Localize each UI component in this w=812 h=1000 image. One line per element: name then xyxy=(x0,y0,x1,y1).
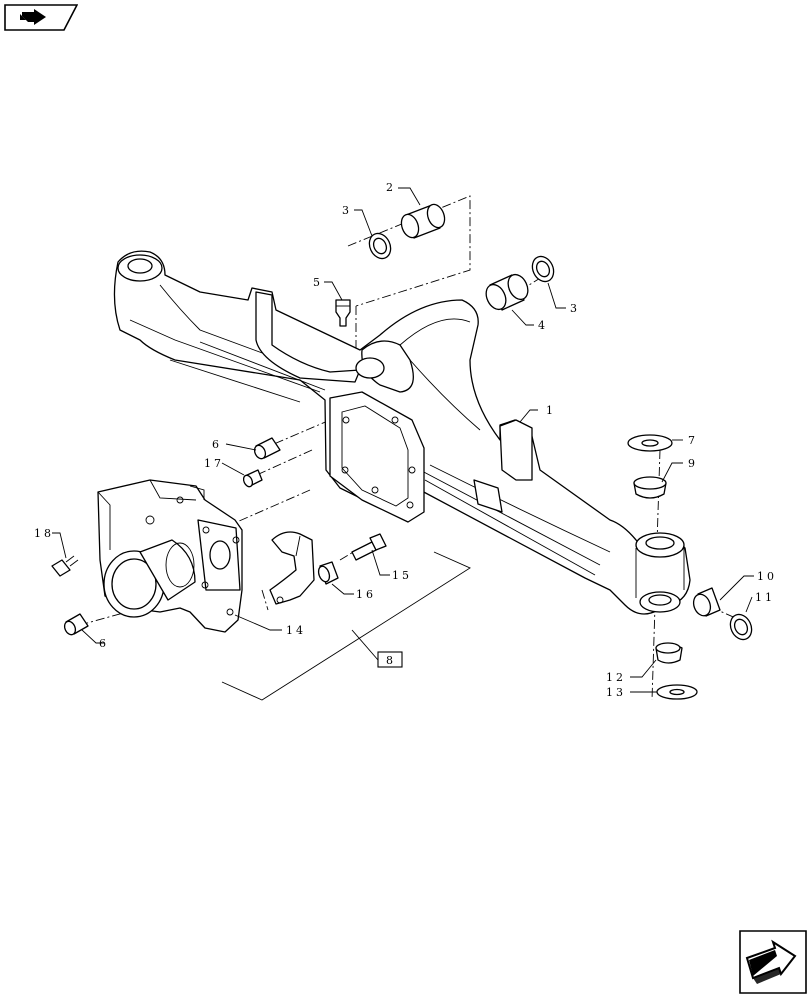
arrow-back-icon xyxy=(4,4,79,31)
back-button[interactable] xyxy=(4,4,79,31)
callout-7[interactable]: 7 xyxy=(688,434,695,447)
callout-3-upper[interactable]: 3 xyxy=(342,204,349,217)
axle-housing xyxy=(113,250,691,615)
callout-12[interactable]: 12 xyxy=(606,671,626,684)
callout-6-lower[interactable]: 6 xyxy=(99,637,106,650)
part-2-bushing xyxy=(400,203,446,239)
callout-leaders xyxy=(52,187,754,693)
callout-17[interactable]: 17 xyxy=(204,457,224,470)
part-6-pin-upper xyxy=(253,437,281,460)
part-8-group-bracket xyxy=(221,551,471,701)
callout-8[interactable]: 8 xyxy=(386,654,393,667)
final-drive-housing xyxy=(97,479,243,633)
callout-13[interactable]: 13 xyxy=(606,686,626,699)
callout-2[interactable]: 2 xyxy=(386,181,393,194)
part-3-ring-right xyxy=(531,255,555,283)
part-4-bushing xyxy=(485,273,529,311)
callout-14[interactable]: 14 xyxy=(286,624,306,637)
part-3-ring-upper xyxy=(368,232,392,260)
assembly-lines xyxy=(79,195,741,701)
part-9-bearing xyxy=(633,476,667,499)
callout-3-right[interactable]: 3 xyxy=(570,302,577,315)
callout-6-upper[interactable]: 6 xyxy=(212,438,219,451)
callout-labels: 1 2 3 3 4 5 6 6 7 8 9 10 11 12 13 14 15 … xyxy=(34,181,777,699)
part-14-bracket xyxy=(269,531,315,605)
part-6-pin-lower xyxy=(63,613,89,636)
part-13-washer xyxy=(656,684,698,700)
callout-1[interactable]: 1 xyxy=(546,404,553,417)
part-10-bushing xyxy=(692,587,721,617)
callout-18[interactable]: 18 xyxy=(34,527,54,540)
part-17-pin xyxy=(242,469,263,488)
part-12-bearing xyxy=(655,642,683,664)
part-16-nut xyxy=(317,561,339,585)
part-5-grease-fitting xyxy=(335,299,351,327)
callout-11[interactable]: 11 xyxy=(755,591,775,604)
callout-10[interactable]: 10 xyxy=(757,570,777,583)
part-18-screw xyxy=(51,555,79,577)
callout-15[interactable]: 15 xyxy=(392,569,412,582)
part-11-ring xyxy=(729,613,753,641)
callout-5[interactable]: 5 xyxy=(313,276,320,289)
callout-9[interactable]: 9 xyxy=(688,457,695,470)
callout-4[interactable]: 4 xyxy=(538,319,545,332)
callout-16[interactable]: 16 xyxy=(356,588,376,601)
part-15-bolt xyxy=(351,533,387,561)
part-7-washer xyxy=(627,434,673,452)
forward-button[interactable] xyxy=(739,930,807,994)
arrow-forward-icon xyxy=(739,930,807,994)
